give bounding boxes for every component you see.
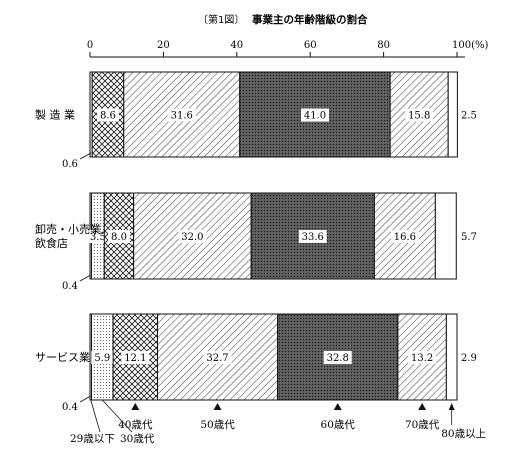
legend-label: 50歳代: [200, 419, 235, 431]
value-label: 33.6: [302, 232, 324, 243]
value-label: 31.6: [171, 111, 193, 122]
value-label: 2.9: [461, 353, 477, 364]
value-label: 16.6: [394, 232, 416, 243]
value-label: 13.2: [411, 353, 433, 364]
value-label-bg: [300, 108, 329, 122]
bar-segment: [447, 71, 458, 158]
value-label: 2.5: [461, 111, 477, 122]
x-tick-label: 80: [377, 40, 390, 51]
value-label: 8.0: [111, 232, 127, 243]
value-label-bg: [107, 230, 130, 243]
value-label: 32.8: [327, 353, 349, 364]
legend-leader: [102, 399, 133, 433]
legend-marker: [131, 403, 140, 410]
value-label-bg: [86, 230, 109, 243]
legend-label: 60歳代: [321, 419, 356, 431]
legend-marker: [418, 403, 427, 410]
leader-line: [79, 152, 92, 160]
value-label-bg: [91, 351, 114, 364]
value-label: 8.6: [100, 111, 116, 122]
bar-segment: [434, 192, 457, 280]
x-tick-label: 20: [157, 40, 170, 51]
outside-labels: 0.6 2.5 0.4 5.7 0.4 2.9: [62, 111, 477, 414]
value-label-bg: [298, 230, 327, 243]
legend-label: 30歳代: [120, 433, 155, 445]
value-label: 3.5: [90, 232, 106, 243]
value-label: 0.4: [62, 402, 78, 413]
value-label: 0.4: [62, 281, 78, 292]
value-label-bg: [121, 351, 150, 364]
legend-marker: [448, 403, 455, 410]
value-label: 0.6: [62, 159, 78, 170]
bar-segment: [445, 313, 458, 401]
leader-line: [79, 274, 91, 282]
value-label-bg: [203, 351, 232, 364]
category-label: 卸売・小売業,: [35, 222, 105, 236]
category-label: 飲食店: [35, 236, 68, 250]
x-axis: 0 20 40 60 80 100(%): [87, 40, 488, 57]
value-label-bg: [178, 230, 207, 243]
x-tick-label: 60: [304, 40, 317, 51]
value-label: 32.0: [181, 232, 203, 243]
value-label: 5.9: [94, 353, 110, 364]
legend-marker: [333, 403, 342, 410]
legend-leader: [90, 399, 101, 433]
x-tick-label: 100(%): [452, 40, 488, 51]
legend-label: 40歳代: [118, 419, 153, 431]
value-label: 32.7: [206, 353, 228, 364]
value-label: 12.1: [124, 353, 146, 364]
value-label-bg: [96, 108, 119, 122]
value-label: 5.7: [461, 232, 477, 243]
chart-title-prefix: 〔第1図〕: [198, 13, 244, 26]
x-tick-label: 0: [87, 40, 93, 51]
leader-line: [79, 395, 91, 403]
bars: 8.6 31.6 41.0 15.8 3.5 8.0 32.0 33.6 16.6 5.9 12.1…: [86, 71, 458, 401]
chart-title: 事業主の年齢階級の割合: [252, 13, 368, 26]
value-label: 41.0: [304, 111, 326, 122]
legend: 40歳代 50歳代 60歳代 70歳代 29歳以下 30歳代 80歳以上: [70, 399, 486, 445]
value-label-bg: [390, 230, 419, 243]
category-label: サービス業: [35, 351, 90, 364]
value-label-bg: [323, 351, 352, 364]
category-label: 製 造 業: [35, 108, 75, 122]
value-label-bg: [405, 108, 434, 122]
legend-label: 80歳以上: [441, 428, 486, 440]
value-label-bg: [408, 351, 437, 364]
legend-label: 29歳以下: [70, 433, 115, 445]
x-tick-label: 40: [230, 40, 243, 51]
bar-segment: [239, 71, 391, 158]
value-label-bg: [167, 108, 196, 122]
value-label: 15.8: [408, 111, 430, 122]
legend-marker: [213, 403, 222, 410]
legend-label: 70歳代: [405, 419, 440, 431]
